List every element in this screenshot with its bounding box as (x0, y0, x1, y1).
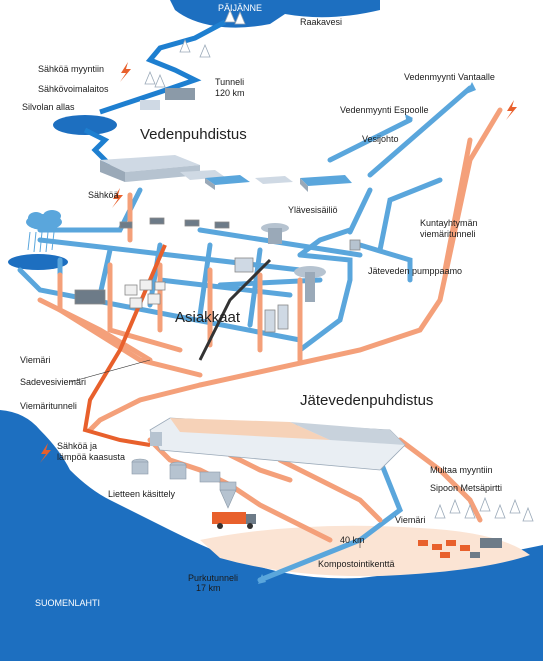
label-ylavesisailio: Ylävesisäiliö (288, 205, 338, 215)
label-multaa-myyntiin: Multaa myyntiin (430, 465, 493, 475)
waste-water-network (37, 107, 503, 543)
compost-piles (418, 538, 502, 558)
silvolan-allas-lake (53, 115, 117, 135)
sludge-processing (131, 458, 237, 509)
leader-lines (69, 359, 361, 548)
raw-water-tunnel (99, 19, 227, 115)
label-sahkoa: Sähköä (88, 190, 119, 200)
label-asiakkaat: Asiakkaat (175, 309, 241, 326)
label-purkutunneli: Purkutunneli (188, 573, 239, 583)
truck-icon (212, 512, 256, 529)
label-vedenpuhdistus: Vedenpuhdistus (140, 126, 247, 143)
label-sadevesiviemari: Sadevesiviemäri (20, 377, 87, 387)
raw-water-pipe-2 (83, 127, 112, 167)
rain-cloud-icon (26, 210, 62, 253)
label-purkutunneli-length: 17 km (196, 583, 221, 593)
water-tower-icon (261, 223, 326, 302)
house-icon (74, 217, 361, 333)
label-paijanne: PÄIJÄNNE (218, 3, 263, 13)
label-lietteen-kasittely: Lietteen käsittely (108, 489, 176, 499)
arrow-heads (258, 82, 476, 584)
storm-drain (198, 258, 272, 361)
label-vedenmyynti-espoolle: Vedenmyynti Espoolle (340, 105, 429, 115)
label-vedenmyynti-vantaalle: Vedenmyynti Vantaalle (404, 72, 495, 82)
label-kuntayhtyman: Kuntayhtymän (420, 218, 478, 228)
label-viemari-left: Viemäri (20, 355, 51, 365)
label-sahkoa-ja: Sähköä ja (57, 441, 98, 451)
label-40-km: 40 km (340, 535, 365, 545)
label-tunneli: Tunneli (215, 77, 245, 87)
label-raakavesi: Raakavesi (300, 17, 343, 27)
label-silvolan-allas: Silvolan allas (22, 102, 75, 112)
lightning-icon (40, 62, 517, 463)
label-vesijohto: Vesijohto (362, 134, 399, 144)
rain-lake (8, 254, 68, 270)
water-purification-plant (100, 155, 352, 192)
suomenlahti-sea (0, 410, 543, 661)
tree-icon (144, 8, 534, 522)
waste-water-plant (149, 417, 406, 471)
sewer-tunnel (82, 244, 167, 447)
label-viemaritunneli-right: viemäritunneli (420, 229, 476, 239)
label-sipoon-metsapirtti: Sipoon Metsäpirtti (430, 483, 503, 493)
label-viemaritunneli: Viemäritunneli (20, 401, 77, 411)
label-jatevedenpuhdistus: Jätevedenpuhdistus (300, 392, 434, 409)
label-jateveden-pumppaamo: Jäteveden pumppaamo (368, 266, 463, 276)
paijanne-lake (170, 0, 380, 28)
label-tunneli-length: 120 km (215, 88, 245, 98)
compost-field (200, 525, 530, 577)
label-lampoa-kaasusta: lämpöä kaasusta (57, 452, 126, 462)
label-kompostointikentta: Kompostointikenttä (318, 559, 395, 569)
label-suomenlahti: SUOMENLAHTI (35, 598, 101, 608)
label-sahkoa-myyntiin: Sähköä myyntiin (38, 64, 105, 74)
label-sahkovoimalaitos: Sähkövoimalaitos (38, 84, 109, 94)
power-station (140, 88, 195, 110)
label-viemari-right: Viemäri (395, 515, 426, 525)
